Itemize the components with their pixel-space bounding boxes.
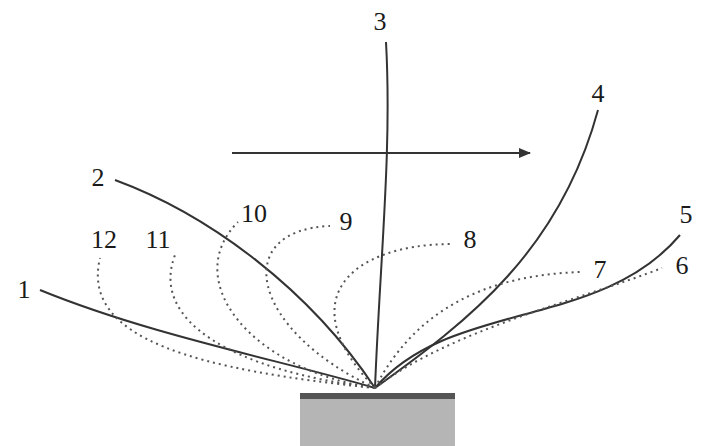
- callout-number: 11: [144, 227, 171, 253]
- callout-number: 9: [339, 209, 354, 235]
- callout-number: 3: [373, 9, 388, 35]
- curve: [375, 42, 388, 388]
- curve: [334, 244, 450, 388]
- solid-curves: [40, 42, 680, 388]
- callout-number: 10: [240, 201, 268, 227]
- curve: [375, 110, 598, 388]
- base-surface: [300, 393, 455, 399]
- curve: [40, 290, 375, 388]
- curve: [98, 258, 375, 388]
- callout-number: 7: [593, 257, 608, 283]
- callout-number: 8: [463, 227, 478, 253]
- base-block: [300, 398, 455, 446]
- curve: [170, 255, 375, 388]
- direction-arrow: [232, 152, 530, 154]
- curve: [115, 180, 375, 388]
- callout-number: 4: [591, 81, 606, 107]
- curve: [375, 268, 662, 388]
- curve: [375, 235, 680, 388]
- callout-number: 1: [17, 277, 32, 303]
- curve: [217, 222, 375, 388]
- callout-number: 12: [90, 227, 118, 253]
- callout-number: 2: [91, 165, 106, 191]
- dotted-curves: [98, 222, 662, 388]
- callout-number: 5: [679, 202, 694, 228]
- curve: [266, 226, 375, 388]
- curve: [375, 272, 580, 388]
- callout-number: 6: [675, 253, 690, 279]
